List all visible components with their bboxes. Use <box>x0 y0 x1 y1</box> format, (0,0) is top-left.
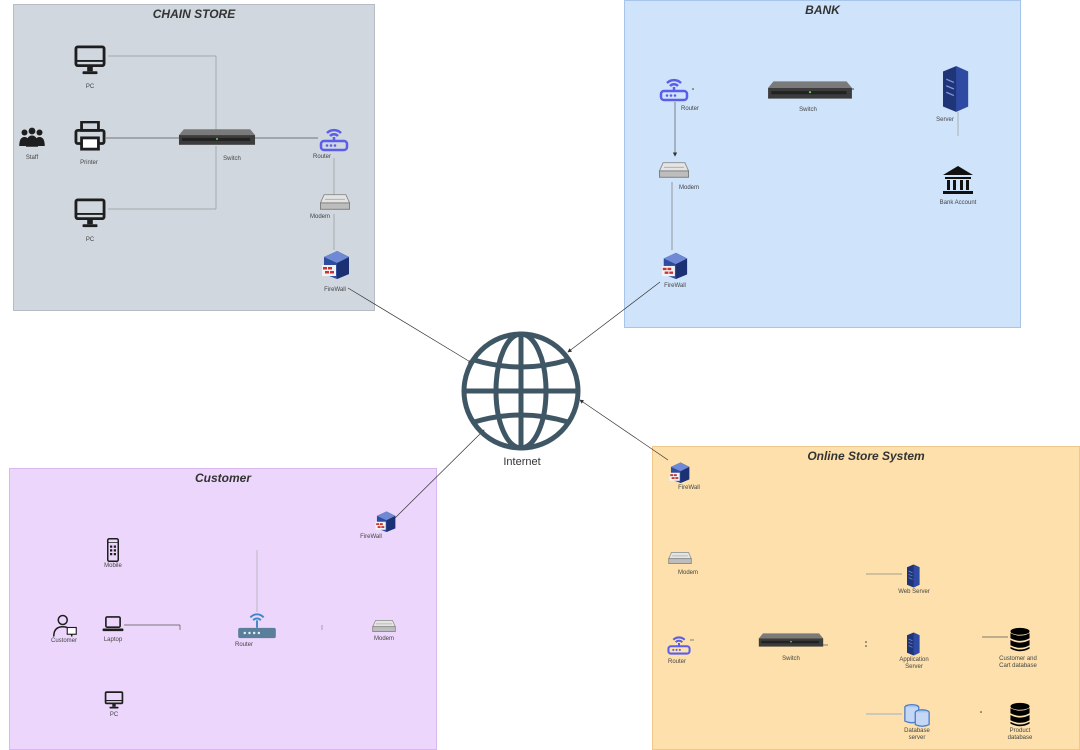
chain-store-title: CHAIN STORE <box>152 7 236 21</box>
online-store-title: Online Store System <box>807 449 925 463</box>
chain-modem-label: Modem <box>309 214 331 220</box>
store-modem-label: Modem <box>677 570 699 576</box>
chain-staff-label: Staff <box>25 155 39 161</box>
server-icon[interactable] <box>904 632 922 656</box>
firewall-icon[interactable] <box>320 248 350 280</box>
bank-account-label: Bank Account <box>939 200 977 206</box>
store-custdb-label-2: Cart database <box>999 663 1037 669</box>
laptop-icon[interactable] <box>102 615 124 633</box>
modem-icon[interactable] <box>668 550 692 566</box>
store-appserver-label-1: Application <box>899 657 929 663</box>
wire-customer-internet <box>392 429 485 521</box>
store-dbserver-label-2: server <box>908 735 926 741</box>
globe-icon <box>461 331 581 451</box>
wire-bank-internet <box>567 281 661 353</box>
customer-mobile-label: Mobile <box>104 563 122 569</box>
database-icon[interactable] <box>1008 627 1032 653</box>
store-firewall-label: FireWall <box>678 485 700 491</box>
customer-pc-label: PC <box>109 712 119 718</box>
store-productdb-label-2: database <box>1007 735 1033 741</box>
customer-zone: Customer <box>9 468 437 750</box>
store-appserver-label-2: Server <box>905 664 923 670</box>
chain-printer-label: Printer <box>80 160 98 166</box>
customer-router-label: Router <box>234 642 254 648</box>
internet-label: Internet <box>503 456 541 468</box>
modem-icon[interactable] <box>658 160 690 180</box>
chain-router-label: Router <box>312 154 332 160</box>
firewall-icon[interactable] <box>660 250 688 280</box>
server-icon[interactable] <box>939 65 971 113</box>
modem-icon[interactable] <box>318 192 352 212</box>
bank-modem-label: Modem <box>678 185 700 191</box>
wire-chainstore-internet <box>347 287 473 364</box>
bank-router-label: Router <box>680 106 700 112</box>
customer-person-label: Customer <box>50 638 78 644</box>
firewall-icon[interactable] <box>668 460 690 484</box>
pc-icon[interactable] <box>74 198 106 228</box>
chain-store-zone: CHAIN STORE <box>13 4 375 311</box>
bank-switch-label: Switch <box>799 107 817 113</box>
wire-onlinestore-internet <box>579 399 669 461</box>
switch-icon[interactable] <box>178 127 256 147</box>
bank-zone: BANK <box>624 0 1021 328</box>
firewall-icon[interactable] <box>374 509 396 533</box>
customer-modem-label: Modem <box>373 636 395 642</box>
bank-server-label: Server <box>936 117 954 123</box>
switch-icon[interactable] <box>758 631 824 649</box>
bank-firewall-label: FireWall <box>664 283 686 289</box>
mobile-icon[interactable] <box>104 538 122 562</box>
pc-icon[interactable] <box>74 45 106 75</box>
store-dbserver-label-1: Database <box>904 728 930 734</box>
store-productdb-label-1: Product <box>1009 728 1031 734</box>
customer-title: Customer <box>194 471 251 485</box>
server-icon[interactable] <box>904 564 922 588</box>
store-router-label: Router <box>667 659 687 665</box>
wifi-router-icon[interactable] <box>235 609 279 641</box>
router-icon[interactable] <box>666 630 692 656</box>
customer-person-icon[interactable] <box>52 614 78 638</box>
router-icon[interactable] <box>658 72 690 102</box>
customer-laptop-label: Laptop <box>103 637 123 643</box>
pc-icon[interactable] <box>104 691 124 709</box>
store-switch-label: Switch <box>782 656 800 662</box>
store-custdb-label-1: Customer and <box>999 656 1037 662</box>
chain-switch-label: Switch <box>223 156 241 162</box>
bank-title: BANK <box>805 3 840 17</box>
database-server-icon[interactable] <box>902 702 932 728</box>
router-icon[interactable] <box>318 122 350 152</box>
staff-icon[interactable] <box>17 126 47 148</box>
bank-icon[interactable] <box>941 164 975 196</box>
store-webserver-label: Web Server <box>898 589 930 595</box>
chain-firewall-label: FireWall <box>324 287 346 293</box>
chain-pc2-label: PC <box>85 237 95 243</box>
database-icon[interactable] <box>1008 702 1032 728</box>
printer-icon[interactable] <box>74 121 106 151</box>
chain-pc1-label: PC <box>85 84 95 90</box>
customer-firewall-label: FireWall <box>360 534 382 540</box>
modem-icon[interactable] <box>372 618 396 634</box>
switch-icon[interactable] <box>767 79 853 101</box>
